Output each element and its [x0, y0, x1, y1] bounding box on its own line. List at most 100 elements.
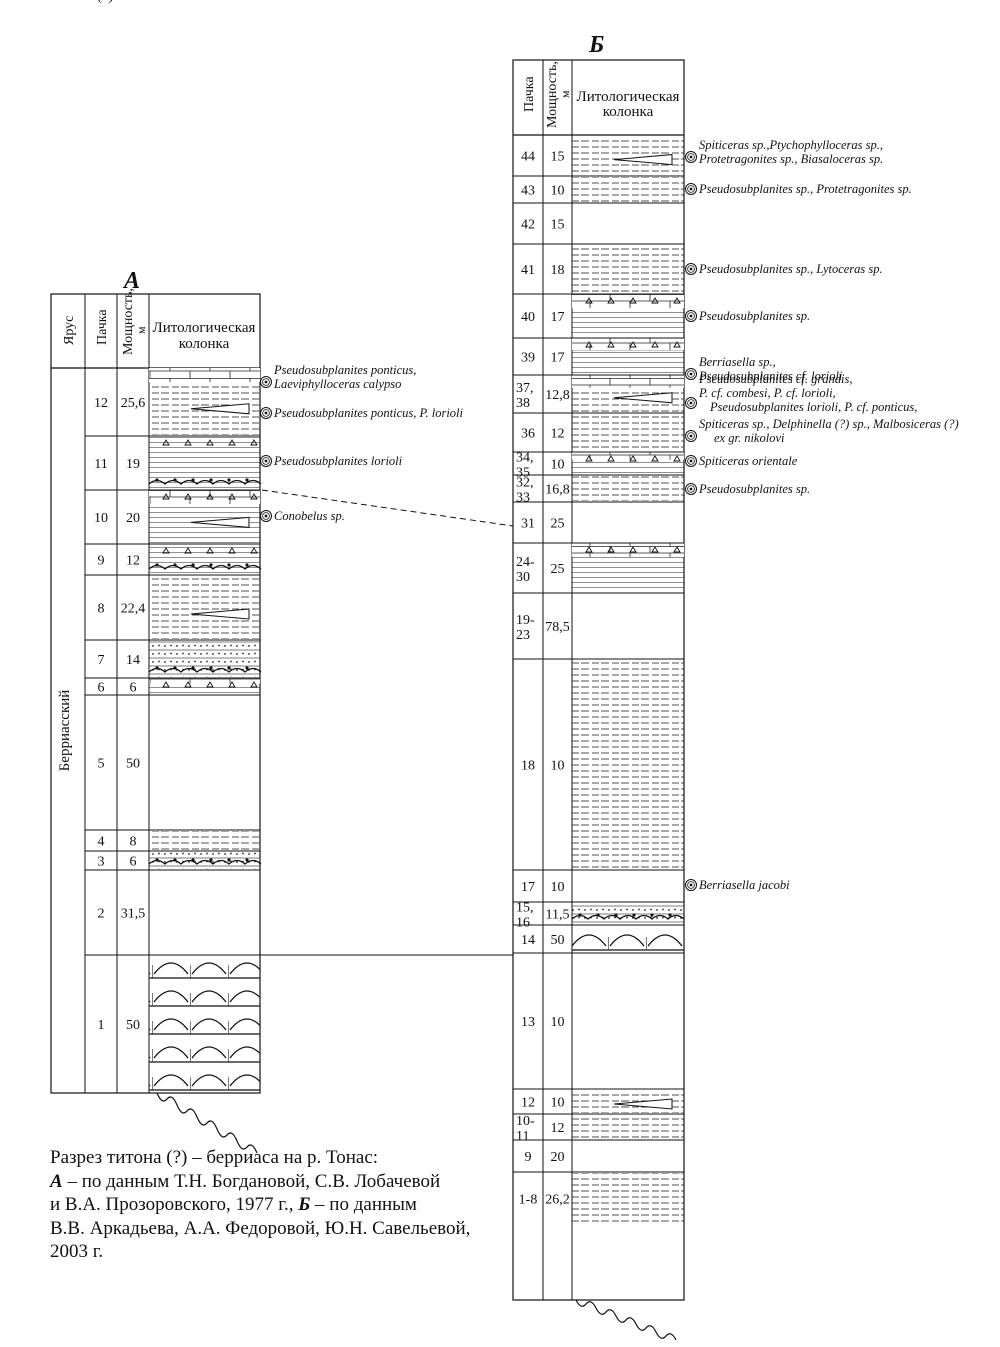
fossil-label: Pseudosubplanites cf. grandis, — [698, 372, 852, 386]
column-b-header-unit: м — [558, 90, 572, 98]
column-a-title: А — [122, 268, 140, 294]
column-b-layer — [572, 338, 684, 374]
thickness-value: 50 — [126, 1018, 140, 1033]
column-b-layer — [572, 1090, 684, 1113]
caption-line-2: А – по данным Т.Н. Богдановой, С.В. Лоба… — [50, 1170, 500, 1194]
column-b-layer — [572, 1115, 684, 1139]
thickness-value: 25 — [551, 517, 565, 532]
column-b-layer — [572, 452, 684, 474]
fossil-label: P. cf. combesi, P. cf. lorioli, — [698, 386, 836, 400]
column-a-layer — [149, 368, 260, 435]
pack-number: 24- — [516, 555, 535, 570]
thickness-value: 50 — [126, 757, 140, 772]
column-b-layer — [572, 1173, 684, 1224]
ammonite-icon — [685, 368, 697, 380]
pack-number: 16 — [516, 916, 530, 931]
pack-number: 19- — [516, 613, 535, 628]
pack-number: 17 — [521, 880, 535, 895]
pack-number: 5 — [98, 757, 105, 772]
pack-number: 31 — [521, 517, 535, 532]
thickness-value: 11,5 — [546, 908, 570, 923]
ammonite-icon — [260, 407, 272, 419]
thickness-value: 17 — [551, 310, 565, 325]
fossil-label: Berriasella jacobi — [699, 878, 790, 892]
fossil-label: Protetragonites sp., Biasaloceras sp. — [698, 152, 883, 166]
thickness-value: 8 — [130, 835, 137, 850]
fossil-label: Spiticeras sp.,Ptychophylloceras sp., — [699, 138, 883, 152]
column-a-layer — [148, 545, 262, 574]
thickness-value: 25,6 — [121, 396, 146, 411]
fossil-label: Pseudosubplanites sp. — [698, 309, 810, 323]
pack-number: 37, — [516, 381, 534, 396]
column-b-header-litho-2: колонка — [603, 104, 654, 120]
column-a-header-litho: Литологическая — [153, 320, 256, 336]
fossil-label: Pseudosubplanites ponticus, P. lorioli — [273, 406, 464, 420]
caption-text-1: Разрез титона (?) – берриаса на р. Тонас… — [50, 1147, 379, 1168]
ammonite-icon — [685, 263, 697, 275]
fossil-label: Pseudosubplanites lorioli — [273, 454, 403, 468]
pack-number: 42 — [521, 218, 535, 233]
pack-number: 2 — [98, 907, 105, 922]
fossil-label: Pseudosubplanites sp. — [698, 482, 810, 496]
pack-number: 10- — [516, 1114, 535, 1129]
column-b-layer — [572, 925, 684, 953]
pack-number: 36 — [521, 427, 535, 442]
fossil-label: Pseudosubplanites lorioli, P. cf. pontic… — [709, 400, 917, 414]
thickness-value: 15 — [551, 150, 565, 165]
caption-text-3: и В.А. Прозоровского, 1977 г., — [50, 1194, 299, 1215]
pack-number: 8 — [98, 602, 105, 617]
pack-number: 10 — [94, 511, 108, 526]
fossil-label: Spiticeras orientale — [699, 454, 798, 468]
column-b-title: Б — [588, 32, 604, 58]
thickness-value: 10 — [551, 1015, 565, 1030]
fossil-label: Pseudosubplanites sp., Protetragonites s… — [698, 182, 912, 196]
pack-number: 18 — [521, 759, 535, 774]
column-a-header-litho-2: колонка — [179, 336, 230, 352]
pack-number: 40 — [521, 310, 535, 325]
pack-number: 13 — [521, 1015, 535, 1030]
column-b-header-pack: Пачка — [522, 76, 537, 112]
thickness-value: 10 — [551, 759, 565, 774]
thickness-value: 20 — [126, 511, 140, 526]
column-a-layer — [148, 437, 262, 489]
thickness-value: 6 — [130, 855, 137, 870]
pack-number: 3 — [98, 855, 105, 870]
column-a-header-pack: Пачка — [95, 309, 110, 345]
caption-label-a: А — [50, 1170, 63, 1192]
pack-number: 35 — [516, 466, 530, 481]
fossil-label: Pseudosubplanites sp., Lytoceras sp. — [698, 262, 883, 276]
ammonite-icon — [685, 455, 697, 467]
caption-line-4: В.В. Аркадьева, А.А. Федоровой, Ю.Н. Сав… — [50, 1217, 500, 1241]
thickness-value: 22,4 — [121, 602, 146, 617]
thickness-value: 10 — [551, 1096, 565, 1111]
pack-number: 4 — [98, 835, 105, 850]
thickness-value: 31,5 — [121, 907, 146, 922]
pack-number: 41 — [521, 263, 535, 278]
ammonite-icon — [260, 510, 272, 522]
ammonite-icon — [260, 455, 272, 467]
column-b-layer — [572, 476, 684, 501]
ammonite-icon — [685, 483, 697, 495]
thickness-value: 10 — [551, 880, 565, 895]
pack-number: 9 — [98, 554, 105, 569]
thickness-value: 17 — [551, 351, 565, 366]
column-b-layer — [572, 136, 684, 175]
pack-number: 39 — [521, 351, 535, 366]
column-a-layer — [149, 955, 260, 1093]
pack-number: 33 — [516, 491, 530, 506]
stage-label: Берриасский — [57, 690, 73, 772]
column-b-layer — [572, 177, 684, 202]
thickness-value: 15 — [551, 218, 565, 233]
fossil-label: Conobelus sp. — [274, 509, 345, 523]
caption-line-1: Разрез титона (?) – берриаса на р. Тонас… — [50, 1146, 500, 1170]
thickness-value: 12,8 — [545, 388, 570, 403]
caption-text-5: 2003 г. — [50, 1241, 104, 1262]
pack-number: 32, — [516, 476, 534, 491]
pack-number: 14 — [521, 933, 535, 948]
pack-number: 23 — [516, 628, 530, 643]
erosion-bottom — [156, 1092, 258, 1154]
fossil-label: Berriasella sp., — [699, 355, 776, 369]
ammonite-icon — [260, 376, 272, 388]
caption-text-2: – по данным Т.Н. Богдановой, С.В. Лобаче… — [62, 1170, 441, 1192]
